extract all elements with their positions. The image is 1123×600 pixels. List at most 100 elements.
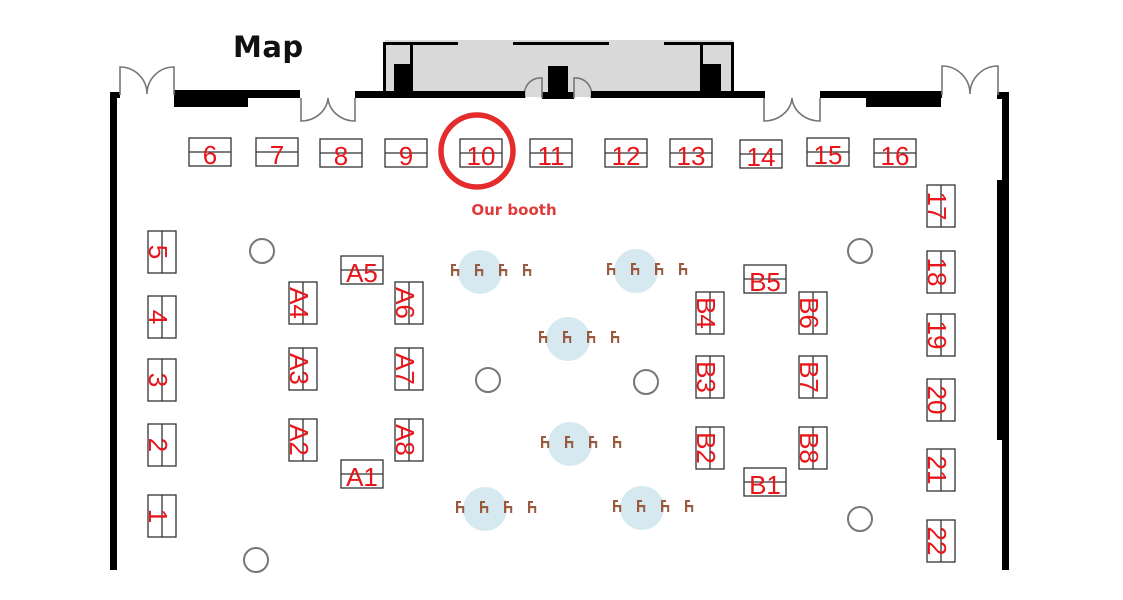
booth-A2[interactable]: A2 <box>284 418 318 462</box>
our-booth-label: Our booth <box>471 201 556 219</box>
booth-label: B1 <box>749 470 781 500</box>
booth-11[interactable]: 11 <box>529 138 573 171</box>
right-wall <box>1002 92 1009 570</box>
left-wall <box>110 92 117 570</box>
booth-label: A4 <box>284 287 314 319</box>
table-circle <box>548 422 592 466</box>
chair-icon <box>661 500 670 512</box>
booth-4[interactable]: 4 <box>143 295 177 339</box>
booth-A7[interactable]: A7 <box>390 347 424 391</box>
chair-icon <box>655 263 664 275</box>
booth-label: 9 <box>399 141 413 171</box>
booth-label: 15 <box>814 140 843 170</box>
door-top-3 <box>763 97 821 122</box>
booth-label: 17 <box>922 192 952 221</box>
chair-icon <box>499 264 508 276</box>
booth-B1[interactable]: B1 <box>743 467 787 500</box>
booth-B3[interactable]: B3 <box>691 355 725 399</box>
seating-table-1 <box>451 250 532 294</box>
booth-label: 2 <box>143 438 173 452</box>
booth-A4[interactable]: A4 <box>284 281 318 325</box>
booth-label: 5 <box>143 245 173 259</box>
our-booth-highlight: Our booth <box>438 112 557 219</box>
booth-label: 3 <box>143 373 173 387</box>
booth-19[interactable]: 19 <box>922 313 956 357</box>
venue-walls <box>110 40 1009 570</box>
booth-9[interactable]: 9 <box>384 138 428 171</box>
booth-2[interactable]: 2 <box>143 423 177 467</box>
chair-icon <box>563 331 572 343</box>
booth-B6[interactable]: B6 <box>794 291 828 335</box>
booth-10[interactable]: 10 <box>459 138 503 171</box>
booth-label: 19 <box>922 321 952 350</box>
stage-block-center-base <box>542 92 574 99</box>
booth-label: 8 <box>334 141 348 171</box>
booth-18[interactable]: 18 <box>922 250 956 294</box>
booth-14[interactable]: 14 <box>739 139 783 172</box>
booth-5[interactable]: 5 <box>143 230 177 274</box>
booth-A1[interactable]: A1 <box>340 459 384 492</box>
booth-label: 4 <box>143 310 173 324</box>
seating-table-4 <box>541 422 622 466</box>
booth-20[interactable]: 20 <box>922 378 956 422</box>
pillar-1 <box>249 238 275 264</box>
stage-block-right <box>700 64 721 98</box>
booth-B5[interactable]: B5 <box>743 264 787 297</box>
door-top-2 <box>300 97 356 122</box>
chair-icon <box>607 263 616 275</box>
booth-A6[interactable]: A6 <box>390 281 424 325</box>
table-circle <box>546 317 590 361</box>
booth-21[interactable]: 21 <box>922 448 956 492</box>
pillar-6 <box>243 547 269 573</box>
top-wall-segment-2 <box>355 91 525 98</box>
booth-label: 16 <box>881 141 910 171</box>
booth-label: B8 <box>794 432 824 464</box>
chair-icon <box>587 331 596 343</box>
pillar-4 <box>847 238 873 264</box>
booth-7[interactable]: 7 <box>255 137 299 170</box>
chair-icon <box>565 436 574 448</box>
pillar-2 <box>475 367 501 393</box>
chair-icon <box>480 501 489 513</box>
booth-8[interactable]: 8 <box>319 138 363 171</box>
booth-label: A6 <box>390 287 420 319</box>
booth-15[interactable]: 15 <box>806 137 850 170</box>
door-top-right <box>941 65 999 95</box>
stage-wall-top-right <box>664 42 734 45</box>
booth-A5[interactable]: A5 <box>340 255 384 288</box>
booth-B7[interactable]: B7 <box>794 355 828 399</box>
highlight-ring <box>438 112 516 190</box>
booth-3[interactable]: 3 <box>143 358 177 402</box>
chair-icon <box>539 331 548 343</box>
booth-16[interactable]: 16 <box>873 138 917 171</box>
booth-B4[interactable]: B4 <box>691 291 725 335</box>
map-title: Map <box>233 30 304 64</box>
chair-icon <box>523 264 532 276</box>
booth-label: 10 <box>467 141 496 171</box>
booth-B8[interactable]: B8 <box>794 426 828 470</box>
booth-label: B6 <box>794 297 824 329</box>
booth-12[interactable]: 12 <box>604 138 648 171</box>
chair-icon <box>541 436 550 448</box>
booth-22[interactable]: 22 <box>922 519 956 563</box>
booth-label: A5 <box>346 258 378 288</box>
seating-table-5 <box>456 487 537 531</box>
booth-17[interactable]: 17 <box>922 184 956 228</box>
stage-wall-top-left <box>383 42 458 45</box>
booth-A3[interactable]: A3 <box>284 347 318 391</box>
table-circle <box>620 486 664 530</box>
top-wall-thick-2 <box>866 91 941 107</box>
chair-icon <box>611 331 620 343</box>
booth-13[interactable]: 13 <box>669 138 713 171</box>
booth-1[interactable]: 1 <box>143 494 177 538</box>
seating-table-6 <box>613 486 694 530</box>
booth-6[interactable]: 6 <box>188 137 232 170</box>
chair-icon <box>451 264 460 276</box>
chair-icon <box>613 500 622 512</box>
booth-A8[interactable]: A8 <box>390 418 424 462</box>
booth-B2[interactable]: B2 <box>691 426 725 470</box>
seating-table-3 <box>539 317 620 361</box>
chair-icon <box>613 436 622 448</box>
